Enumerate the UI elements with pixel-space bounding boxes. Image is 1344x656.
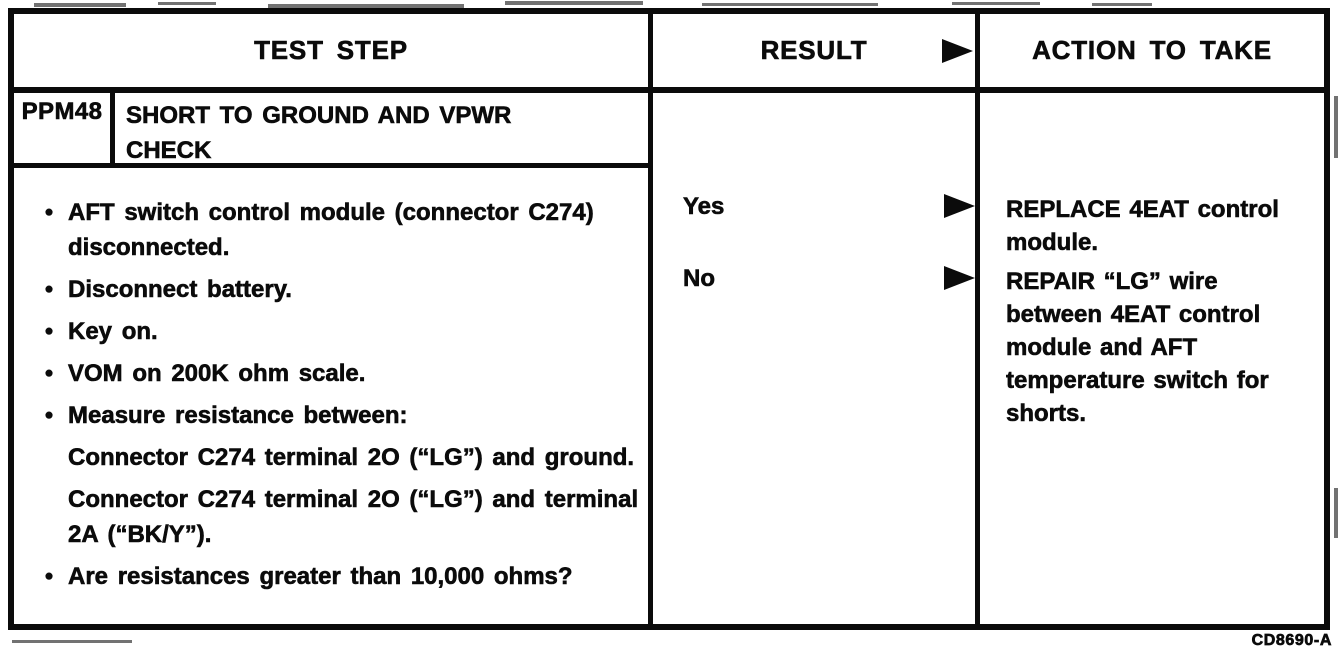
scan-artifact xyxy=(1334,96,1338,158)
scan-artifact xyxy=(505,1,643,5)
scan-artifact xyxy=(702,3,878,6)
test-step-item: • Measure resistance between: xyxy=(45,398,640,433)
scan-artifact xyxy=(34,3,126,7)
action-text: REPAIR “LG” wire between 4EAT control mo… xyxy=(1006,268,1269,428)
test-steps-list: • AFT switch control module (connector C2… xyxy=(14,168,648,601)
result-row: No xyxy=(683,265,975,293)
test-id-row: PPM48 SHORT TO GROUND AND VPWR CHECK xyxy=(14,93,648,168)
result-label: No xyxy=(683,265,716,293)
scan-artifact xyxy=(952,2,1040,5)
test-title: SHORT TO GROUND AND VPWR CHECK xyxy=(126,102,512,165)
action-header-label: ACTION TO TAKE xyxy=(1032,35,1272,66)
action-text: REPLACE 4EAT control module. xyxy=(1006,196,1280,257)
arrow-right-icon xyxy=(944,194,975,218)
test-step-text: Disconnect battery. xyxy=(68,276,293,304)
bullet-icon: • xyxy=(45,318,54,345)
scan-artifact xyxy=(12,640,132,643)
test-step-item: • Are resistances greater than 10,000 ohm… xyxy=(45,559,640,594)
test-step-item: • AFT switch control module (connector C2… xyxy=(45,195,640,265)
scan-artifact xyxy=(1334,488,1338,538)
bullet-icon: • xyxy=(45,402,54,429)
test-step-header: TEST STEP xyxy=(14,14,648,93)
result-row: Yes xyxy=(683,193,975,221)
arrow-right-icon xyxy=(944,266,975,290)
test-step-subitem: Connector C274 terminal 2O (“LG”) and te… xyxy=(45,482,640,552)
test-id-badge: PPM48 xyxy=(14,93,115,163)
bullet-icon: • xyxy=(45,563,54,590)
test-step-item: • VOM on 200K ohm scale. xyxy=(45,356,640,391)
scan-artifact xyxy=(158,2,216,5)
action-paragraphs: REPLACE 4EAT control module. REPAIR “LG” … xyxy=(980,93,1324,436)
test-step-header-label: TEST STEP xyxy=(254,35,408,66)
action-column: ACTION TO TAKE REPLACE 4EAT control modu… xyxy=(980,14,1324,624)
bullet-icon: • xyxy=(45,276,54,303)
test-step-text: Connector C274 terminal 2O (“LG”) and gr… xyxy=(68,444,635,472)
bullet-icon: • xyxy=(45,360,54,387)
test-step-text: VOM on 200K ohm scale. xyxy=(68,360,366,388)
test-step-subitem: Connector C274 terminal 2O (“LG”) and gr… xyxy=(45,440,640,475)
result-header: RESULT xyxy=(653,14,975,93)
test-step-column: TEST STEP PPM48 SHORT TO GROUND AND VPWR… xyxy=(14,14,653,624)
test-step-text: Are resistances greater than 10,000 ohms… xyxy=(68,563,573,591)
test-step-item: • Disconnect battery. xyxy=(45,272,640,307)
action-header: ACTION TO TAKE xyxy=(980,14,1324,93)
test-step-text: AFT switch control module (connector C27… xyxy=(68,199,594,262)
bullet-icon: • xyxy=(45,199,54,226)
scan-artifact xyxy=(1092,3,1152,6)
scan-artifact xyxy=(268,4,464,8)
arrow-right-icon xyxy=(942,38,973,63)
result-label: Yes xyxy=(683,193,725,221)
test-step-text: Measure resistance between: xyxy=(68,402,408,430)
test-step-item: • Key on. xyxy=(45,314,640,349)
figure-code: CD8690-A xyxy=(1251,632,1332,650)
test-step-text: Connector C274 terminal 2O (“LG”) and te… xyxy=(68,486,639,549)
test-id-label: PPM48 xyxy=(21,98,103,126)
result-header-label: RESULT xyxy=(760,35,868,66)
diagnostic-table: TEST STEP PPM48 SHORT TO GROUND AND VPWR… xyxy=(8,8,1330,630)
test-step-text: Key on. xyxy=(68,318,158,346)
